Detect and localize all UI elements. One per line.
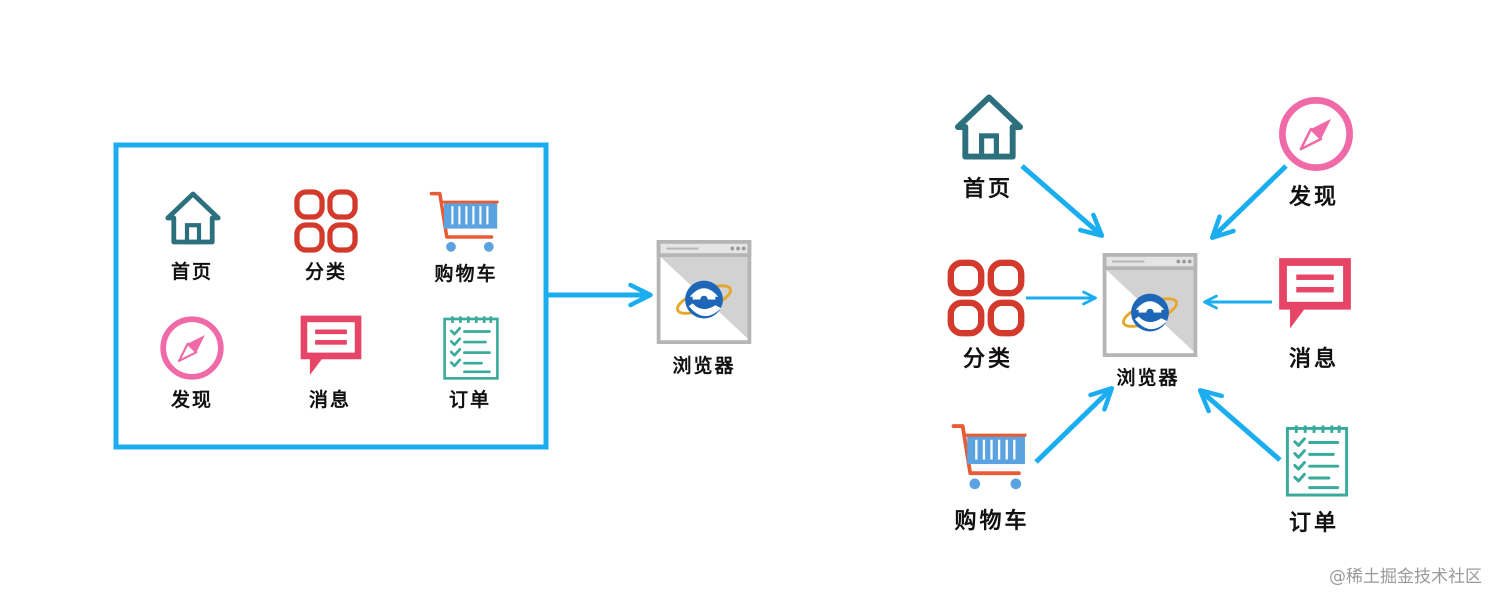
arrow-cart	[1034, 386, 1115, 464]
label-discover: 发现	[1288, 184, 1339, 210]
arrow-home	[1020, 164, 1105, 238]
left-browser: 浏览器	[659, 242, 750, 377]
house-icon	[168, 194, 218, 242]
ie-browser-icon	[659, 242, 750, 342]
grid-icon	[297, 192, 355, 250]
label-category: 分类	[305, 260, 347, 283]
ie-browser-icon	[1105, 255, 1196, 355]
label-message: 消息	[1289, 346, 1339, 372]
house-icon	[958, 97, 1020, 156]
chat-bubble-icon	[300, 315, 362, 376]
label-home: 首页	[963, 176, 1013, 202]
bundle-frame	[113, 142, 549, 450]
chat-bubble-icon	[1279, 258, 1351, 329]
label-cart: 购物车	[434, 262, 497, 285]
label-cart: 购物车	[954, 508, 1029, 534]
label-category: 分类	[963, 347, 1013, 372]
label-home: 首页	[171, 260, 213, 283]
label-browser-left: 浏览器	[672, 354, 735, 377]
right-separate: 浏览器 首页 发现 分类 消息 购物车 订单	[951, 97, 1351, 536]
label-discover: 发现	[170, 388, 213, 411]
compass-icon	[163, 319, 221, 377]
label-message: 消息	[309, 388, 351, 411]
shopping-cart-icon	[431, 194, 498, 252]
arrow-order	[1197, 388, 1282, 462]
left-bundle: 首页 分类 购物车 发现 消息 订单	[113, 142, 549, 450]
arrow-discover	[1209, 164, 1288, 240]
compass-icon	[1282, 100, 1349, 167]
grid-icon	[951, 263, 1021, 333]
label-order: 订单	[1289, 511, 1339, 536]
shopping-cart-icon	[954, 426, 1027, 489]
watermark: @稀土掘金技术社区	[1329, 567, 1482, 587]
checklist-icon	[1285, 423, 1349, 497]
checklist-icon	[443, 314, 499, 380]
label-browser-right: 浏览器	[1116, 366, 1179, 389]
label-order: 订单	[449, 388, 491, 411]
